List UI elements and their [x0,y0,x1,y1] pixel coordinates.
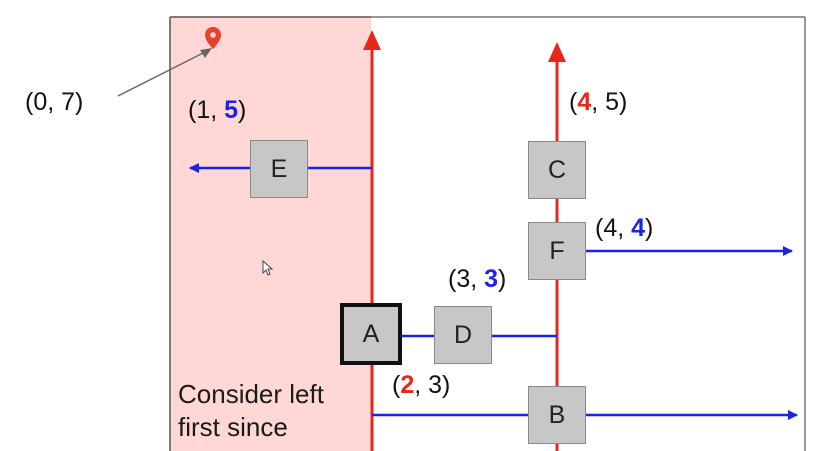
node-a-label: A [362,319,380,348]
coord-c: (4, 5) [569,90,627,115]
coord-d-open: ( [448,265,457,293]
node-c[interactable]: C [528,141,586,199]
annotation-note-line-2: first since [178,412,288,442]
node-f-label: F [549,236,565,265]
node-f[interactable]: F [528,222,586,280]
node-b[interactable]: B [528,386,586,444]
coord-c-open: ( [569,88,578,116]
coord-f-open: ( [595,214,604,242]
coord-e-a: 1 [196,96,211,124]
coord-d: (3, 3) [448,267,506,292]
coord-e-close: ) [238,96,247,124]
coord-e-open: ( [188,96,197,124]
node-e-label: E [270,154,288,183]
coord-c-a: 4 [577,88,592,116]
map-pin-icon [205,27,221,49]
coord-e-sep: , [210,96,225,124]
mouse-cursor-icon [262,259,274,276]
coord-e: (1, 5) [188,98,246,123]
left-half-region [170,17,371,451]
node-c-label: C [547,155,567,184]
coord-f-a: 4 [603,214,618,242]
coord-a-close: ) [442,371,451,399]
coord-d-close: ) [498,265,507,293]
coord-d-a: 3 [456,265,471,293]
coord-a: (2, 3) [392,373,450,398]
split-arrowhead-b [548,42,566,62]
node-d[interactable]: D [434,306,492,364]
coord-a-sep: , [414,371,429,399]
coord-f-sep: , [617,214,632,242]
coord-c-sep: , [591,88,606,116]
split-arrowhead-a [363,30,381,50]
coord-f-b: 4 [631,214,646,242]
coord-d-b: 3 [484,265,499,293]
coord-d-sep: , [470,265,485,293]
coord-c-b: 5 [605,88,620,116]
origin-pointer-arrow [117,51,206,97]
annotation-note-line-1: Consider left [178,379,324,409]
coord-f-close: ) [645,214,654,242]
coord-c-close: ) [619,88,628,116]
coord-f: (4, 4) [595,216,653,241]
node-a[interactable]: A [340,303,402,365]
annotation-note: Consider left first since [178,378,324,444]
coord-e-b: 5 [224,96,239,124]
coord-a-a: 2 [400,371,415,399]
node-b-label: B [548,400,566,429]
coord-a-open: ( [392,371,401,399]
coord-a-b: 3 [428,371,443,399]
coord-origin: (0, 7) [25,88,84,116]
node-d-label: D [453,320,473,349]
node-e[interactable]: E [250,140,308,198]
origin-pointer-arrowhead [200,48,212,58]
